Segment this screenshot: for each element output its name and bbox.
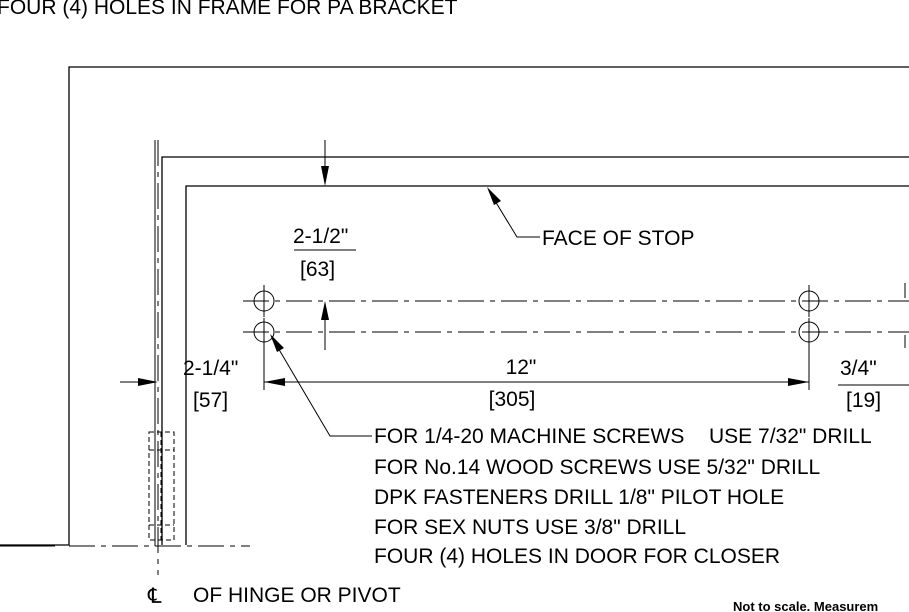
stop-offset-imperial: 2-1/2" [293, 225, 348, 248]
face-of-stop-arrow [487, 187, 501, 205]
hole-right-lower [798, 318, 820, 346]
hinge-offset-arrow [138, 378, 158, 386]
hinge-offset-imperial: 2-1/4" [183, 357, 238, 380]
hinge-pivot-label: OF HINGE OR PIVOT [193, 584, 401, 607]
drill-notes-leader [273, 340, 372, 437]
drill-note-5: FOUR (4) HOLES IN DOOR FOR CLOSER [374, 545, 780, 568]
stop-offset-arrow-bottom [321, 301, 329, 320]
stop-offset-arrow-top [321, 166, 329, 186]
hole-left-upper [253, 285, 275, 317]
hole-right-upper [798, 285, 820, 317]
hinge-offset-metric: [57] [193, 389, 228, 412]
frame-outline [0, 66, 909, 546]
end-offset-metric: [19] [846, 389, 881, 412]
door-stop-outline [161, 156, 909, 545]
face-of-stop-line [185, 185, 909, 545]
drill-note-1a: FOR 1/4-20 MACHINE SCREWS [374, 425, 684, 448]
drill-notes-arrow [270, 334, 284, 352]
hole-left-lower [253, 318, 275, 346]
drill-note-4: FOR SEX NUTS USE 3/8" DRILL [374, 516, 686, 539]
hole-spacing-imperial: 12" [506, 356, 537, 379]
scale-note: Not to scale. Measurem [733, 599, 878, 612]
centerline-symbol: ℄ [147, 585, 162, 608]
face-of-stop-label: FACE OF STOP [542, 227, 694, 250]
hole-spacing-arrow-right [788, 378, 809, 386]
hole-spacing-arrow-left [264, 378, 285, 386]
end-offset-imperial: 3/4" [840, 357, 877, 380]
frame-holes-title: FOUR (4) HOLES IN FRAME FOR PA BRACKET [0, 0, 458, 19]
face-of-stop-leader [488, 190, 540, 238]
stop-offset-metric: [63] [300, 258, 335, 281]
hole-spacing-metric: [305] [489, 388, 536, 411]
drill-note-1b: USE 7/32" DRILL [709, 425, 872, 448]
drill-note-2: FOR No.14 WOOD SCREWS USE 5/32" DRILL [374, 456, 820, 479]
drill-note-3: DPK FASTENERS DRILL 1/8" PILOT HOLE [374, 486, 784, 509]
